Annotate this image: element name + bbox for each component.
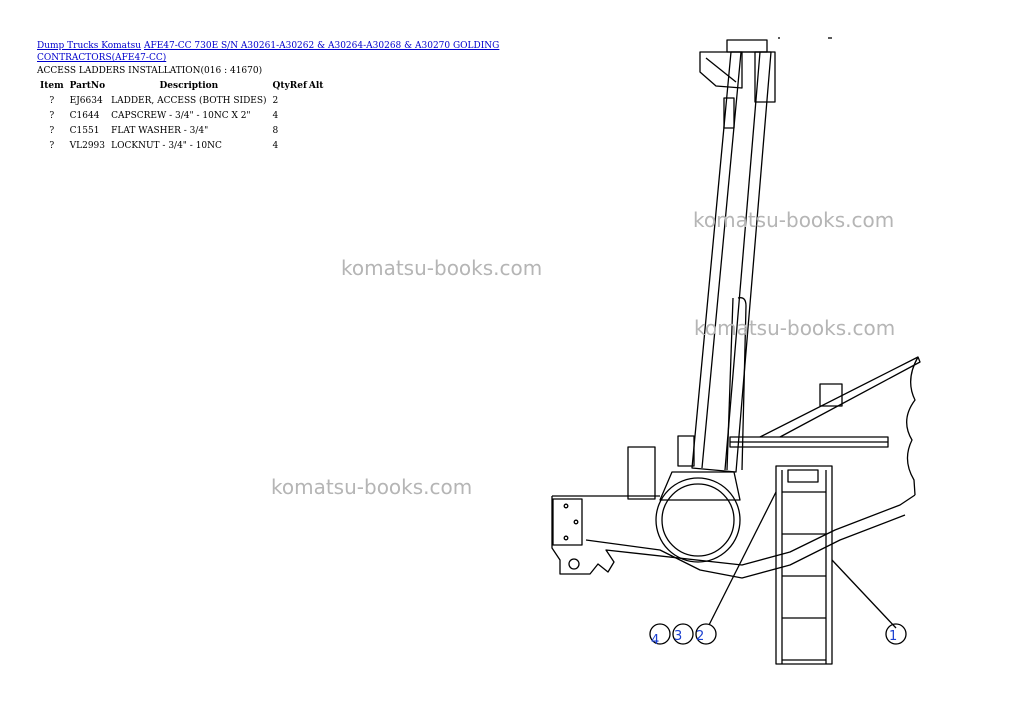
row-item: ? [49, 95, 55, 106]
leader-line-2 [708, 491, 777, 626]
table-row: ? EJ6634 LADDER, ACCESS (BOTH SIDES) 2 [37, 93, 323, 108]
header-item: Item [40, 81, 64, 91]
callout-2: 2 [696, 629, 704, 644]
watermark: komatsu-books.com [693, 208, 895, 232]
row-description: LOCKNUT - 3/4" - 10NC [111, 140, 222, 151]
header-partno: PartNo [69, 81, 106, 91]
frame-plate [552, 498, 583, 546]
tank-cylinder-inner [661, 483, 735, 557]
watermark: komatsu-books.com [341, 256, 543, 280]
page-title: ACCESS LADDERS INSTALLATION(016 : 41670) [37, 66, 263, 76]
header-ref: Ref [289, 81, 307, 91]
mast-inner-line [701, 51, 742, 469]
ladder-top-plate [787, 469, 819, 483]
top-cap [726, 39, 768, 53]
row-qty: 4 [272, 140, 279, 151]
callout-1: 1 [889, 629, 897, 644]
row-description: LADDER, ACCESS (BOTH SIDES) [111, 95, 267, 106]
parts-table: Item PartNo Description Qty Ref Alt ? EJ… [37, 79, 323, 153]
row-qty: 4 [272, 110, 279, 121]
tow-hook-hole [568, 558, 580, 570]
model-link-line1: AFE47-CC 730E S/N A30261-A30262 & A30264… [143, 41, 500, 51]
row-partno: C1551 [69, 125, 100, 136]
ladder-frame [775, 465, 833, 665]
side-rail [737, 297, 747, 471]
frame-crossmember [585, 514, 906, 579]
callout-3: 3 [674, 629, 682, 644]
bolt [563, 503, 569, 509]
table-header-row: Item PartNo Description Qty Ref Alt [37, 79, 323, 93]
fuel-cap [819, 383, 843, 407]
tank-mount [659, 471, 741, 501]
table-row: ? C1644 CAPSCREW - 3/4" - 10NC X 2" 4 [37, 108, 323, 123]
header-qty: Qty [272, 81, 290, 91]
table-row: ? VL2993 LOCKNUT - 3/4" - 10NC 4 [37, 138, 323, 153]
body-break-line [906, 356, 919, 496]
model-link-line2: CONTRACTORS(AFE47-CC) [37, 53, 167, 63]
row-qty: 8 [272, 125, 279, 136]
model-link[interactable]: AFE47-CC 730E S/N A30261-A30262 & A30264… [37, 41, 499, 63]
side-rail-inner [726, 297, 734, 471]
table-row: ? C1551 FLAT WASHER - 3/4" 8 [37, 123, 323, 138]
body-lower-edge [759, 356, 921, 438]
row-qty: 2 [272, 95, 279, 106]
bolt [573, 519, 579, 525]
battery-box [627, 446, 656, 500]
watermark: komatsu-books.com [694, 316, 896, 340]
row-item: ? [49, 125, 55, 136]
watermark: komatsu-books.com [271, 475, 473, 499]
callout-circle-3 [672, 623, 694, 645]
leader-line-1 [831, 559, 897, 629]
lower-mast-bracket [677, 435, 695, 467]
category-link[interactable]: Dump Trucks Komatsu [37, 41, 142, 51]
callout-4: 4 [651, 633, 659, 648]
mast-bracket [723, 97, 735, 129]
row-item: ? [49, 110, 55, 121]
callout-circle-2 [695, 623, 717, 645]
row-description: CAPSCREW - 3/4" - 10NC X 2" [111, 110, 251, 121]
callout-circle-4 [649, 623, 671, 645]
row-partno: EJ6634 [69, 95, 103, 106]
mast-column [691, 51, 772, 473]
tank-cylinder-outer [655, 477, 741, 563]
bolt [563, 535, 569, 541]
header-description: Description [159, 81, 219, 91]
mast-inner-line [724, 51, 761, 471]
row-partno: VL2993 [69, 140, 106, 151]
bracket-brace [705, 57, 737, 83]
frame-lower-edge [551, 494, 916, 575]
row-item: ? [49, 140, 55, 151]
row-partno: C1644 [69, 110, 100, 121]
callout-circle-1 [885, 623, 907, 645]
header-alt: Alt [308, 81, 324, 91]
row-description: FLAT WASHER - 3/4" [111, 125, 209, 136]
breadcrumb: Dump Trucks Komatsu AFE47-CC 730E S/N A3… [37, 40, 507, 77]
